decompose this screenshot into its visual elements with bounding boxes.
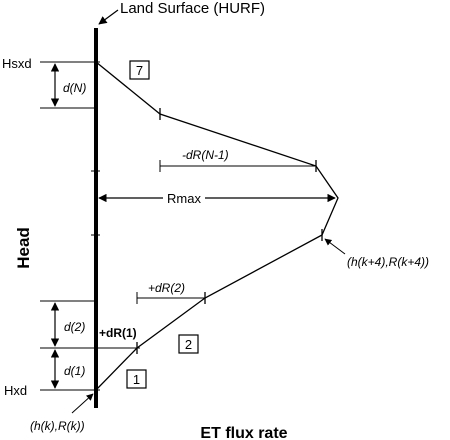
rmax-label-bg	[163, 190, 205, 206]
rmax-label: Rmax	[167, 191, 201, 206]
point-k4-label: (h(k+4),R(k+4))	[347, 255, 429, 269]
hxd-label: Hxd	[4, 383, 27, 398]
dr2-label: +dR(2)	[148, 281, 185, 295]
point-k-label: (h(k),R(k))	[30, 419, 85, 433]
dr1-label: +dR(1)	[99, 326, 137, 340]
d2-label: d(2)	[64, 320, 85, 334]
segment-number-1: 1	[133, 372, 140, 387]
dr-n-minus-1-label: -dR(N-1)	[182, 148, 229, 162]
et-axis-label: ET flux rate	[200, 425, 287, 440]
segment-number-2: 2	[185, 337, 192, 352]
point-k-pointer	[71, 393, 94, 414]
head-axis-label: Head	[14, 227, 33, 269]
segment-box-2	[178, 334, 199, 354]
d-n-label: d(N)	[63, 81, 86, 95]
segment-number-7: 7	[136, 63, 143, 78]
point-k4-pointer	[324, 238, 346, 255]
land-surface-pointer	[98, 9, 119, 25]
d1-label: d(1)	[64, 364, 85, 378]
hsxd-label: Hsxd	[2, 56, 32, 71]
segment-box-7	[129, 60, 150, 80]
land-surface-label: Land Surface (HURF)	[120, 0, 265, 17]
segment-box-1	[126, 369, 147, 389]
et-curve	[95, 61, 339, 391]
